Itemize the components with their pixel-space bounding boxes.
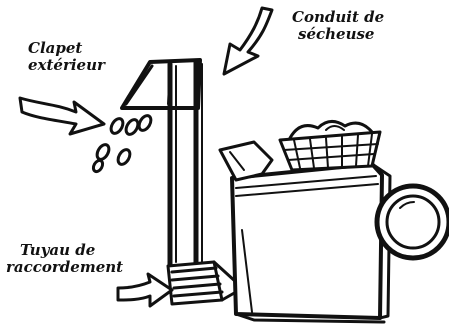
label-clapet-line1: Clapet [28,40,105,57]
label-conduit-line2: sécheuse [292,26,384,43]
exterior-flap [122,60,200,108]
label-clapet-exterieur: Clapet extérieur [28,40,105,74]
connection-hose [168,262,236,304]
label-tuyau-line2: raccordement [6,259,123,276]
label-conduit-line1: Conduit de [292,9,384,26]
arrow-tuyau [118,274,172,306]
label-tuyau-line1: Tuyau de [6,242,123,259]
label-tuyau-raccordement: Tuyau de raccordement [6,242,123,276]
laundry-basket [280,121,380,170]
arrow-conduit [224,8,272,74]
label-conduit-secheuse: Conduit de sécheuse [292,9,384,43]
arrow-clapet [20,98,104,134]
label-clapet-line2: extérieur [28,57,105,74]
dryer-door [377,186,449,258]
